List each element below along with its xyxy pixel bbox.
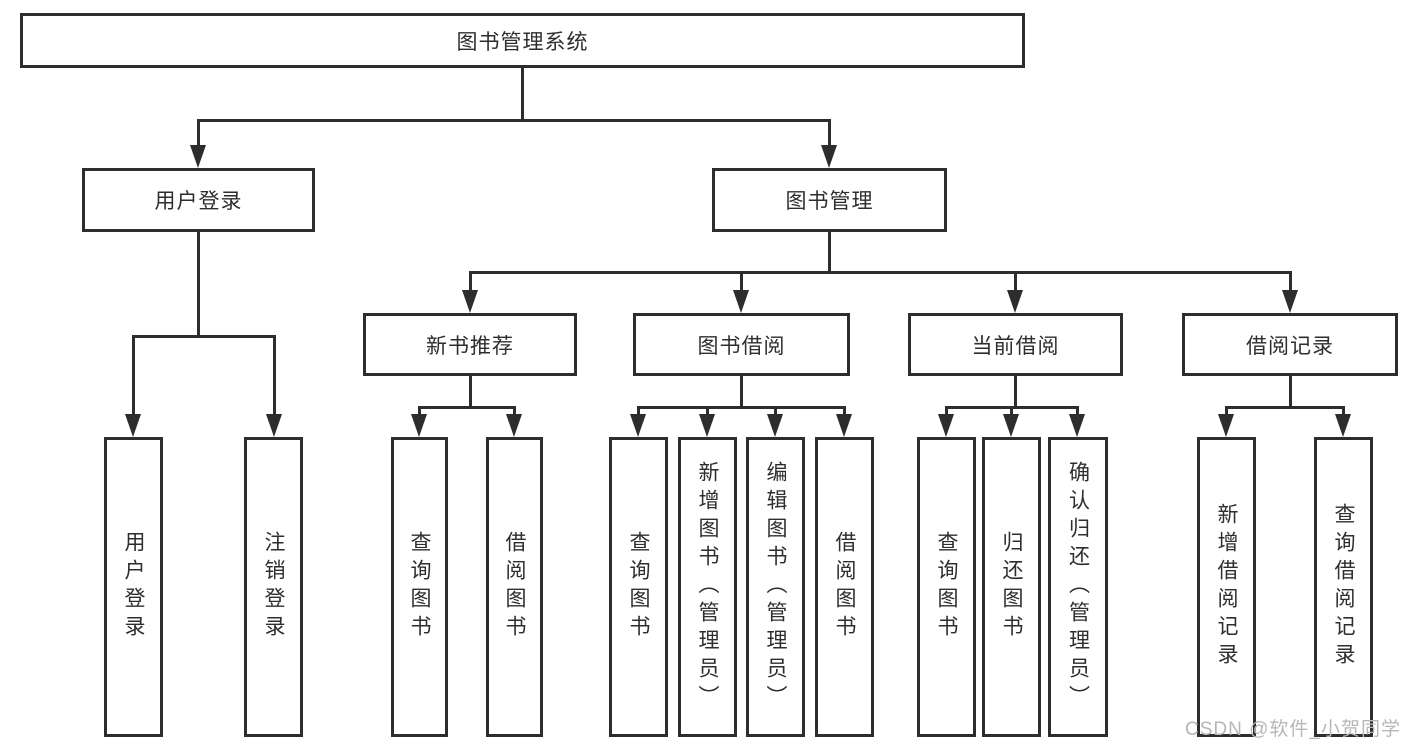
arrowhead-leaf-login xyxy=(125,414,141,437)
arrowhead-b4 xyxy=(836,414,852,437)
leaf-query-books-current-label: 查询图书 xyxy=(935,531,958,643)
arrowhead-a1 xyxy=(411,414,427,437)
connector-stem-a1 xyxy=(418,406,421,418)
leaf-add-book-admin-label: 新增图书（管理员） xyxy=(696,461,719,713)
leaf-add-book-admin: 新增图书（管理员） xyxy=(678,437,737,737)
leaf-edit-book-admin: 编辑图书（管理员） xyxy=(746,437,805,737)
connector-recommend-hline xyxy=(418,406,516,409)
connector-recommend-stub xyxy=(469,376,472,408)
node-current-borrow: 当前借阅 xyxy=(908,313,1123,376)
node-root: 图书管理系统 xyxy=(20,13,1025,68)
arrowhead-d1 xyxy=(1218,414,1234,437)
csdn-watermark: CSDN @软件_小贺同学 xyxy=(1185,719,1401,740)
arrowhead-bookborrow xyxy=(733,290,749,313)
node-current-borrow-label: 当前借阅 xyxy=(971,334,1060,358)
node-book-management-label: 图书管理 xyxy=(785,190,874,213)
connector-bookmgmt-drop xyxy=(828,232,831,273)
connector-borrowrecord-stub xyxy=(1289,376,1292,408)
leaf-logout: 注销登录 xyxy=(244,437,303,737)
connector-stem-b1 xyxy=(637,406,640,418)
connector-stem-c3 xyxy=(1076,406,1079,418)
leaf-add-borrow-record: 新增借阅记录 xyxy=(1197,437,1256,737)
connector-stem-b3 xyxy=(774,406,777,418)
node-root-label: 图书管理系统 xyxy=(456,30,589,54)
node-book-borrow-label: 图书借阅 xyxy=(697,334,786,358)
node-user-login: 用户登录 xyxy=(82,168,315,232)
connector-stem-d2 xyxy=(1342,406,1345,418)
connector-stem-recommend xyxy=(469,271,472,292)
node-borrow-record-label: 借阅记录 xyxy=(1246,334,1334,358)
connector-stem-a2 xyxy=(513,406,516,418)
arrowhead-a2 xyxy=(506,414,522,437)
node-user-login-label: 用户登录 xyxy=(154,190,243,213)
arrowhead-b3 xyxy=(767,414,783,437)
leaf-confirm-return-admin: 确认归还（管理员） xyxy=(1048,437,1108,737)
arrowhead-b2 xyxy=(699,414,715,437)
arrowhead-currentborrow xyxy=(1007,290,1023,313)
leaf-borrow-books: 借阅图书 xyxy=(815,437,874,737)
connector-stem-bookborrow xyxy=(740,271,743,292)
arrowhead-c2 xyxy=(1003,414,1019,437)
node-borrow-record: 借阅记录 xyxy=(1182,313,1398,376)
node-book-management: 图书管理 xyxy=(712,168,947,232)
node-new-book-recommend-label: 新书推荐 xyxy=(426,334,514,358)
leaf-return-book: 归还图书 xyxy=(982,437,1041,737)
connector-borrowrecord-hline xyxy=(1225,406,1345,409)
leaf-return-book-label: 归还图书 xyxy=(1000,531,1023,643)
node-book-borrow: 图书借阅 xyxy=(633,313,850,376)
leaf-query-books-current: 查询图书 xyxy=(917,437,976,737)
leaf-query-books-borrow: 查询图书 xyxy=(609,437,668,737)
connector-bookborrow-stub xyxy=(740,376,743,408)
leaf-borrow-books-recommend-label: 借阅图书 xyxy=(503,531,526,643)
connector-bookborrow-hline xyxy=(637,406,846,409)
connector-userlogin-drop xyxy=(197,232,200,338)
leaf-query-books-recommend: 查询图书 xyxy=(391,437,448,737)
connector-root-drop xyxy=(521,68,524,121)
node-new-book-recommend: 新书推荐 xyxy=(363,313,577,376)
connector-stem-d1 xyxy=(1225,406,1228,418)
connector-currentborrow-stub xyxy=(1014,376,1017,408)
connector-stem-leaf-login xyxy=(132,335,135,416)
leaf-query-borrow-record-label: 查询借阅记录 xyxy=(1332,503,1355,671)
leaf-edit-book-admin-label: 编辑图书（管理员） xyxy=(764,461,787,713)
leaf-borrow-books-label: 借阅图书 xyxy=(833,531,856,643)
arrowhead-d2 xyxy=(1335,414,1351,437)
connector-stem-c2 xyxy=(1010,406,1013,418)
arrowhead-borrowrecord xyxy=(1282,290,1298,313)
leaf-add-borrow-record-label: 新增借阅记录 xyxy=(1215,503,1238,671)
arrowhead-book-management xyxy=(821,145,837,168)
connector-stem-b2 xyxy=(706,406,709,418)
connector-userlogin-hline xyxy=(132,335,275,338)
arrowhead-user-login xyxy=(190,145,206,168)
leaf-confirm-return-admin-label: 确认归还（管理员） xyxy=(1066,461,1090,713)
connector-stem-book-management xyxy=(828,119,831,147)
leaf-query-borrow-record: 查询借阅记录 xyxy=(1314,437,1373,737)
arrowhead-b1 xyxy=(630,414,646,437)
arrowhead-c3 xyxy=(1069,414,1085,437)
connector-stem-b4 xyxy=(843,406,846,418)
connector-stem-c1 xyxy=(945,406,948,418)
arrowhead-recommend xyxy=(462,290,478,313)
connector-stem-leaf-logout xyxy=(273,335,276,416)
leaf-query-books-recommend-label: 查询图书 xyxy=(408,531,431,643)
connector-stem-currentborrow xyxy=(1014,271,1017,292)
leaf-user-login-label: 用户登录 xyxy=(122,531,145,643)
connector-stem-borrowrecord xyxy=(1289,271,1292,292)
leaf-user-login: 用户登录 xyxy=(104,437,163,737)
arrowhead-leaf-logout xyxy=(266,414,282,437)
leaf-query-books-borrow-label: 查询图书 xyxy=(627,531,650,643)
connector-level2-hline xyxy=(197,119,831,122)
arrowhead-c1 xyxy=(938,414,954,437)
leaf-borrow-books-recommend: 借阅图书 xyxy=(486,437,543,737)
connector-stem-user-login xyxy=(197,119,200,147)
leaf-logout-label: 注销登录 xyxy=(262,531,285,643)
connector-level3-hline xyxy=(469,271,1292,274)
